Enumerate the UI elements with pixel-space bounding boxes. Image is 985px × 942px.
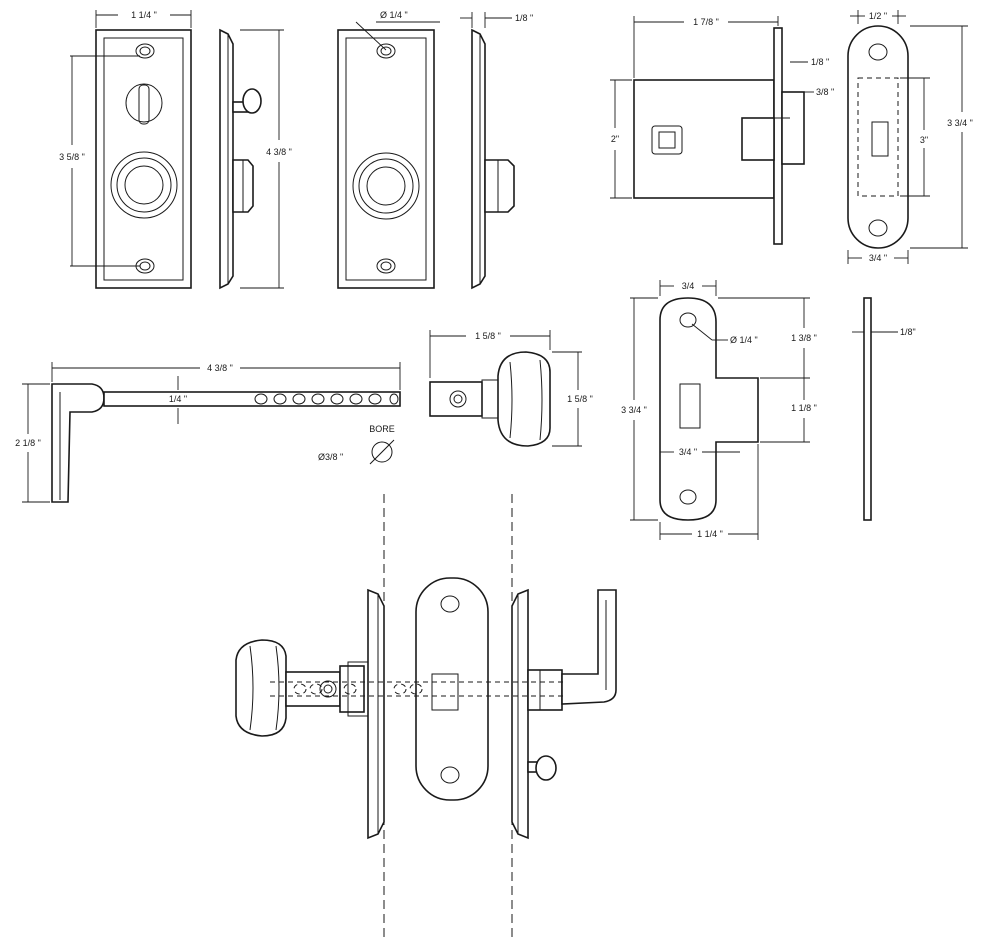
mortise-lock-body xyxy=(633,27,805,245)
dim-escutcheon-thickness: 1/8 " xyxy=(460,12,533,28)
label-mortise-height: 2" xyxy=(611,134,619,144)
dim-mortise-height: 2" xyxy=(610,79,632,199)
label-strike-thickness: 1/8" xyxy=(900,327,916,337)
label-spindle-length: 4 3/8 " xyxy=(207,363,233,373)
label-escutcheon-hole-spacing: 3 5/8 " xyxy=(59,152,85,162)
label-spindle-size: 1/4 " xyxy=(169,394,187,404)
label-lever-height: 2 1/8 " xyxy=(15,438,41,448)
label-escutcheon-thickness: 1/8 " xyxy=(515,13,533,23)
dim-latch-projection: 3/8 " xyxy=(804,87,834,97)
dim-lever-height: 2 1/8 " xyxy=(15,383,50,503)
label-faceplate-width-bottom: 3/4 " xyxy=(869,253,887,263)
escutcheon-front-thumbturn xyxy=(95,29,192,289)
label-bore: BORE xyxy=(369,424,395,434)
dim-escutcheon-height: 4 3/8 " xyxy=(240,29,292,289)
assembly-view xyxy=(235,494,617,940)
label-faceplate-width-top: 1/2 " xyxy=(869,11,887,21)
dim-faceplate-width-bottom: 3/4 " xyxy=(847,250,909,264)
escutcheon-front-knob xyxy=(337,29,435,289)
dim-strike-lip: 1 1/8 " xyxy=(760,378,817,443)
escutcheon-side-knob xyxy=(471,28,515,290)
label-mortise-depth: 1 7/8 " xyxy=(693,17,719,27)
dim-faceplate-width-top: 1/2 " xyxy=(850,10,906,24)
label-screw-hole: Ø 1/4 " xyxy=(380,10,408,20)
label-bore-diameter: Ø3/8 " xyxy=(318,452,343,462)
label-faceplate-thickness: 1/8 " xyxy=(811,57,829,67)
dim-strike-width-top: 3/4 xyxy=(659,280,717,296)
dim-spindle-size: 1/4 " xyxy=(160,376,200,424)
dim-strike-lip-width: 3/4 " xyxy=(660,447,740,457)
label-strike-hole: Ø 1/4 " xyxy=(730,335,758,345)
dim-faceplate-body-height: 3" xyxy=(900,77,930,197)
dim-mortise-depth: 1 7/8 " xyxy=(633,16,779,78)
strike-side-profile xyxy=(863,297,872,521)
bore-symbol: BORE Ø3/8 " xyxy=(318,424,395,465)
dim-escutcheon-hole-spacing: 3 5/8 " xyxy=(59,55,140,267)
dim-strike-hole: Ø 1/4 " xyxy=(691,323,758,345)
dim-knob-length: 1 5/8 " xyxy=(429,330,551,378)
label-escutcheon-width: 1 1/4 " xyxy=(131,10,157,20)
knob-side-view xyxy=(429,351,551,447)
label-strike-width: 1 1/4 " xyxy=(697,529,723,539)
dim-faceplate-height: 3 3/4 " xyxy=(910,25,973,249)
label-knob-length: 1 5/8 " xyxy=(475,331,501,341)
label-faceplate-body-height: 3" xyxy=(920,135,928,145)
label-strike-width-top: 3/4 xyxy=(682,281,695,291)
label-knob-diameter: 1 5/8 " xyxy=(567,394,593,404)
lever-with-spindle xyxy=(51,383,401,503)
dim-strike-top-section: 1 3/8 " xyxy=(718,297,817,379)
dim-screw-hole: Ø 1/4 " xyxy=(355,10,440,51)
dim-strike-height: 3 3/4 " xyxy=(621,297,658,521)
label-latch-projection: 3/8 " xyxy=(816,87,834,97)
dim-strike-thickness: 1/8" xyxy=(852,327,916,337)
dim-strike-width: 1 1/4 " xyxy=(659,444,759,540)
label-escutcheon-height: 4 3/8 " xyxy=(266,147,292,157)
escutcheon-side-profile xyxy=(219,28,262,290)
dim-knob-diameter: 1 5/8 " xyxy=(552,351,593,447)
label-strike-lip: 1 1/8 " xyxy=(791,403,817,413)
label-faceplate-height: 3 3/4 " xyxy=(947,118,973,128)
dim-escutcheon-width: 1 1/4 " xyxy=(95,10,192,28)
label-strike-height: 3 3/4 " xyxy=(621,405,647,415)
strike-plate xyxy=(659,297,759,521)
label-strike-lip-width: 3/4 " xyxy=(679,447,697,457)
mortise-faceplate xyxy=(847,25,909,249)
label-strike-top-section: 1 3/8 " xyxy=(791,333,817,343)
dim-spindle-length: 4 3/8 " xyxy=(51,362,401,390)
dim-faceplate-thickness: 1/8 " xyxy=(790,57,829,67)
